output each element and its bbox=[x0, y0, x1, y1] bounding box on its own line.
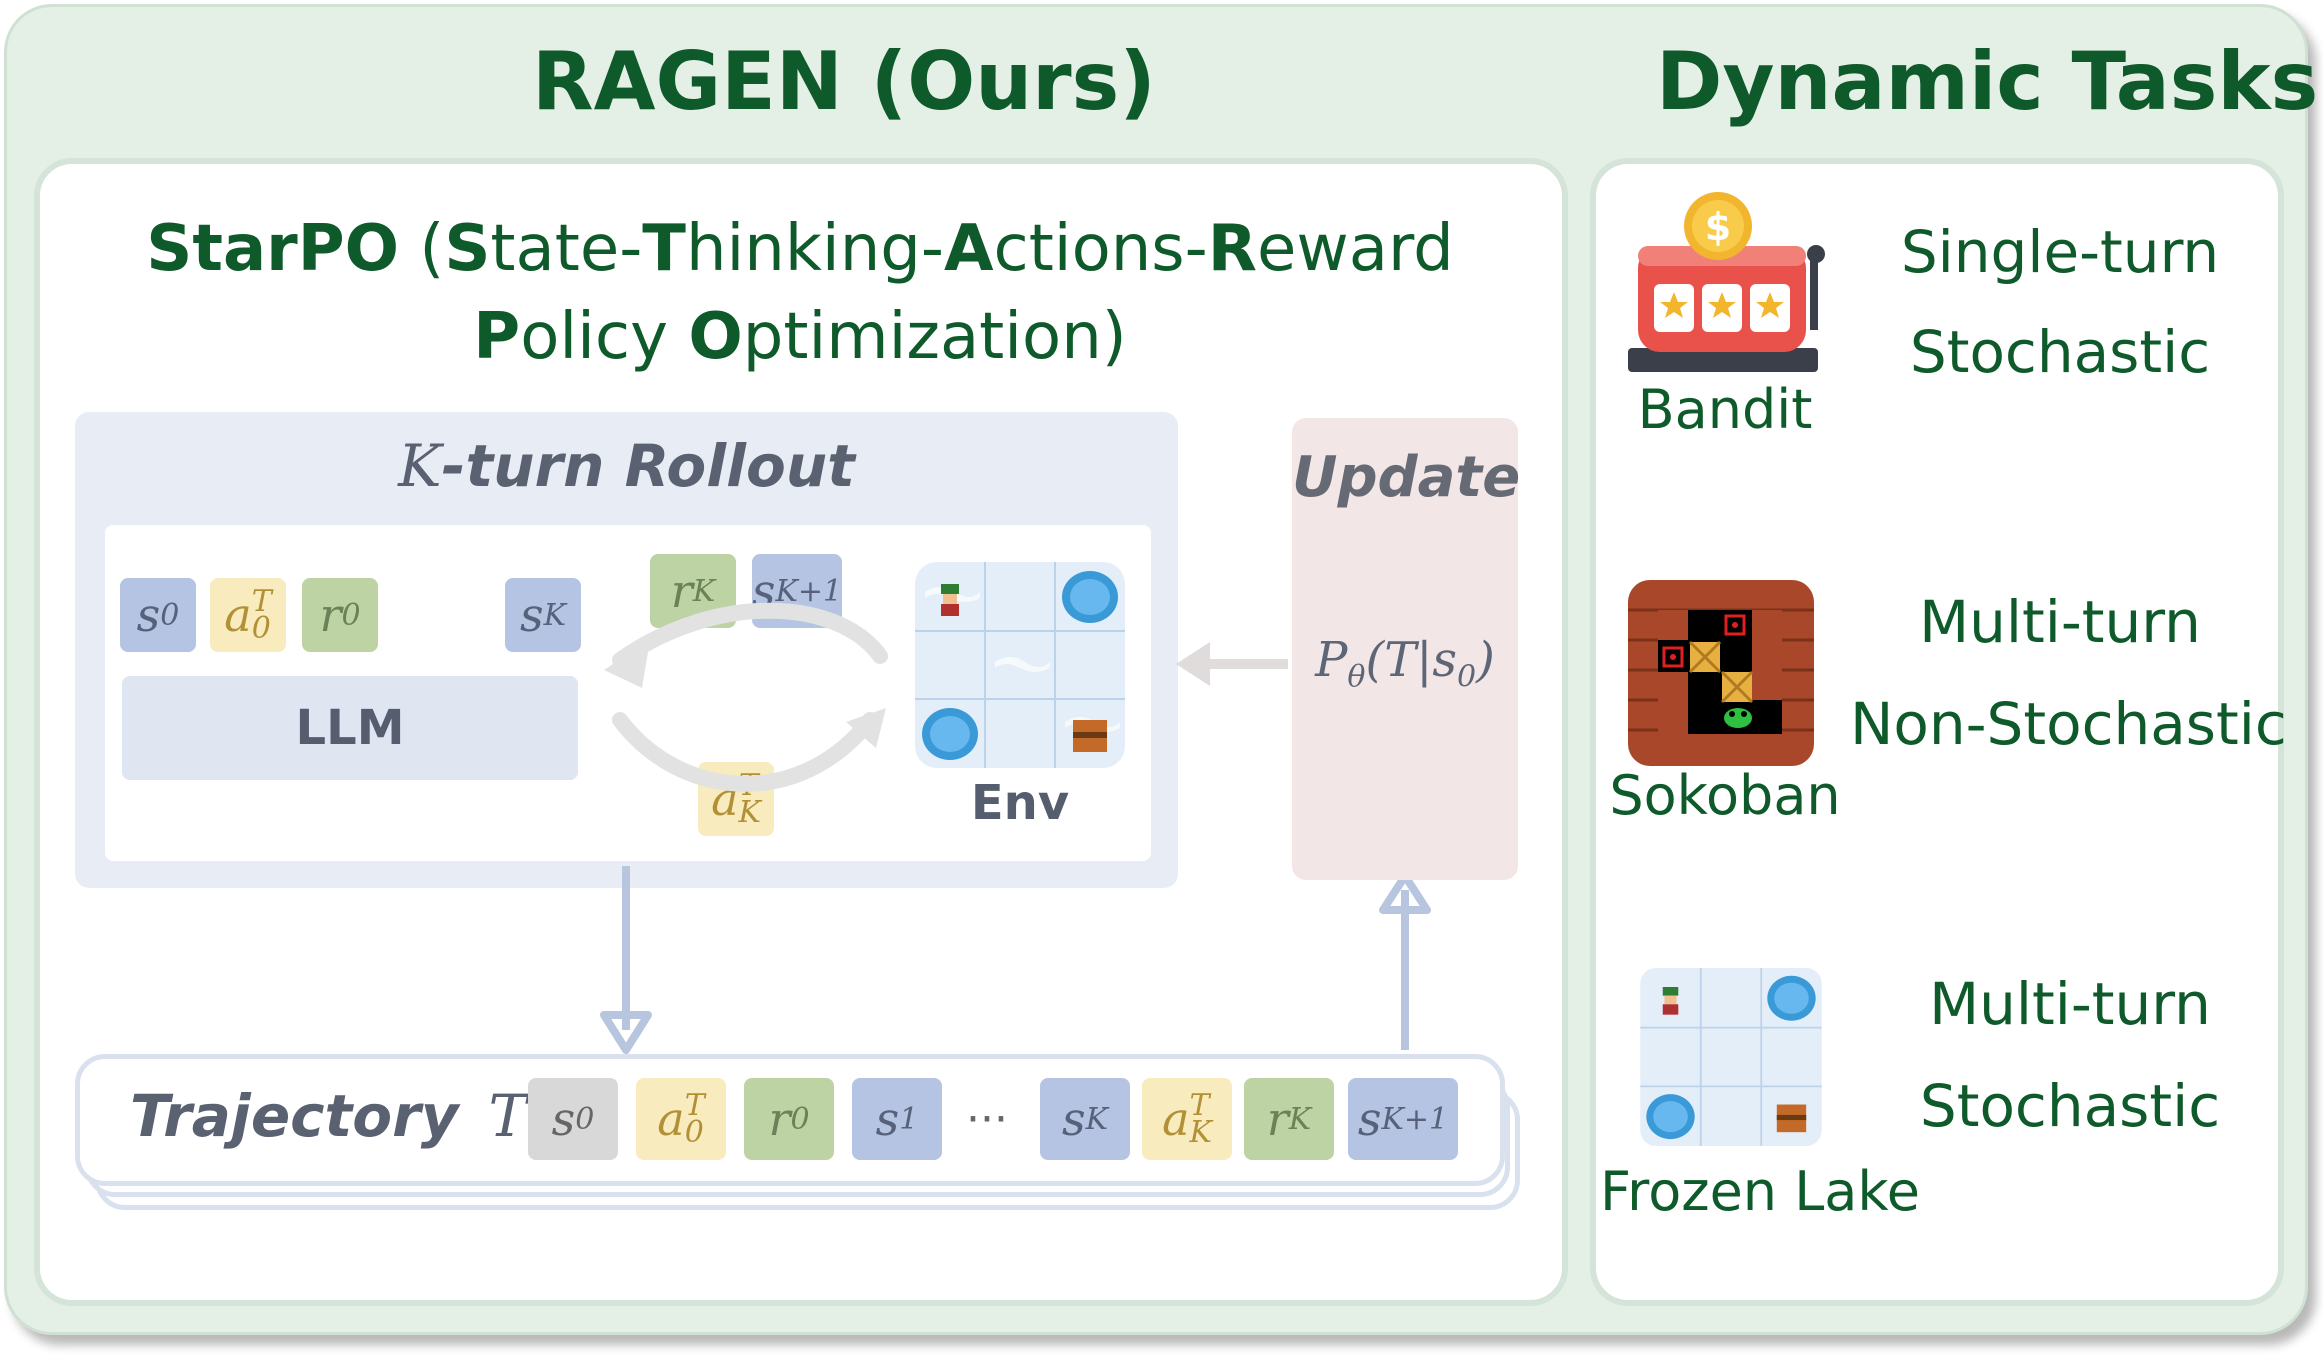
sokoban-icon bbox=[1628, 580, 1814, 766]
frozen-lake-name: Frozen Lake bbox=[1600, 1160, 1920, 1223]
frozen-lake-property-2: Stochastic bbox=[1919, 1072, 2221, 1140]
dynamic-tasks-title: Dynamic Tasks bbox=[1656, 35, 2319, 128]
update-box bbox=[1292, 418, 1518, 880]
starpo-heading: StarPO (State-Thinking-Actions-Reward Po… bbox=[60, 205, 1540, 381]
env-frozen-lake-grid bbox=[915, 562, 1125, 768]
k-turn-rollout-title: K-turn Rollout bbox=[398, 432, 855, 500]
bandit-property-2: Stochastic bbox=[1909, 318, 2211, 386]
traj-ellipsis: ··· bbox=[966, 1094, 1008, 1145]
bandit-name: Bandit bbox=[1637, 378, 1813, 441]
policy-formula: Pθ(T|s0) bbox=[1315, 632, 1495, 695]
starpo-line-1: StarPO (State-Thinking-Actions-Reward bbox=[146, 212, 1454, 286]
sokoban-property-1: Multi-turn bbox=[1919, 588, 2201, 656]
starpo-line-2: Policy Optimization) bbox=[473, 300, 1127, 374]
sokoban-property-2: Non-Stochastic bbox=[1850, 690, 2287, 758]
env-label: Env bbox=[970, 775, 1070, 831]
frozen-lake-icon bbox=[1640, 968, 1822, 1146]
slot-machine-icon: $ bbox=[1628, 192, 1825, 372]
frozen-lake-property-1: Multi-turn bbox=[1929, 970, 2211, 1038]
update-title: Update bbox=[1292, 445, 1521, 510]
sokoban-name: Sokoban bbox=[1609, 764, 1841, 827]
svg-text:$: $ bbox=[1705, 205, 1731, 249]
ragen-title: RAGEN (Ours) bbox=[532, 35, 1156, 128]
llm-block: LLM bbox=[122, 676, 578, 780]
bandit-property-1: Single-turn bbox=[1900, 218, 2220, 286]
